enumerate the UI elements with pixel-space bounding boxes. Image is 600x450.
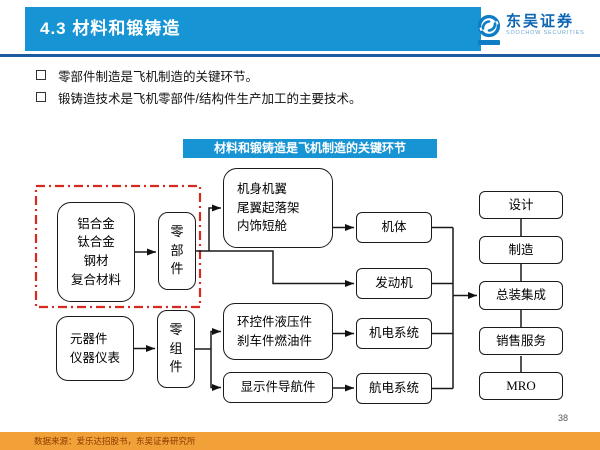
node-mro: MRO [479, 372, 563, 400]
node-design: 设计 [479, 191, 563, 219]
node-airframe-parts: 机身机翼 尾翼起落架 内饰短舱 [223, 168, 333, 248]
node-parts: 零 部 件 [158, 212, 196, 290]
node-airframe-body: 机体 [356, 212, 432, 243]
bullet-text: 零部件制造是飞机制造的关键环节。 [58, 69, 259, 84]
node-mech-system: 机电系统 [356, 318, 432, 349]
square-bullet-icon [36, 92, 46, 102]
bullet-text: 锻铸造技术是飞机零部件/结构件生产加工的主要技术。 [58, 91, 362, 106]
page-number: 38 [558, 413, 569, 423]
bullet-item: 锻铸造技术是飞机零部件/结构件生产加工的主要技术。 [36, 86, 361, 108]
square-bullet-icon [36, 70, 46, 80]
slide-title: 4.3 材料和锻铸造 [25, 7, 481, 51]
source-footer: 数据来源：爱乐达招股书，东吴证券研究所 [0, 432, 600, 450]
logo-subtitle: SOOCHOW SECURITIES [506, 30, 585, 36]
node-display-parts: 显示件导航件 [223, 372, 333, 403]
red-dashed-highlight-box [34, 184, 202, 309]
logo-name: 东吴证券 [506, 13, 575, 30]
node-engine: 发动机 [356, 268, 432, 299]
node-avionics-system: 航电系统 [356, 373, 432, 404]
header-divider [0, 54, 600, 57]
node-subassemblies: 零 组 件 [157, 310, 195, 388]
bullet-item: 零部件制造是飞机制造的关键环节。 [36, 64, 361, 86]
node-manufacture: 制造 [479, 236, 563, 264]
node-sales-service: 销售服务 [479, 327, 563, 355]
node-components: 元器件 仪器仪表 [56, 316, 134, 381]
node-final-assembly: 总装集成 [479, 281, 563, 310]
logo-swirl-icon [476, 13, 502, 45]
bullet-list: 零部件制造是飞机制造的关键环节。 锻铸造技术是飞机零部件/结构件生产加工的主要技… [36, 64, 361, 108]
logo-badge [478, 40, 500, 45]
node-materials: 铝合金 钛合金 钢材 复合材料 [57, 202, 135, 302]
node-mech-parts: 环控件液压件 刹车件燃油件 [223, 303, 333, 360]
company-logo: 东吴证券 SOOCHOW SECURITIES [476, 13, 594, 45]
diagram-title-banner: 材料和锻铸造是飞机制造的关键环节 [183, 139, 437, 158]
